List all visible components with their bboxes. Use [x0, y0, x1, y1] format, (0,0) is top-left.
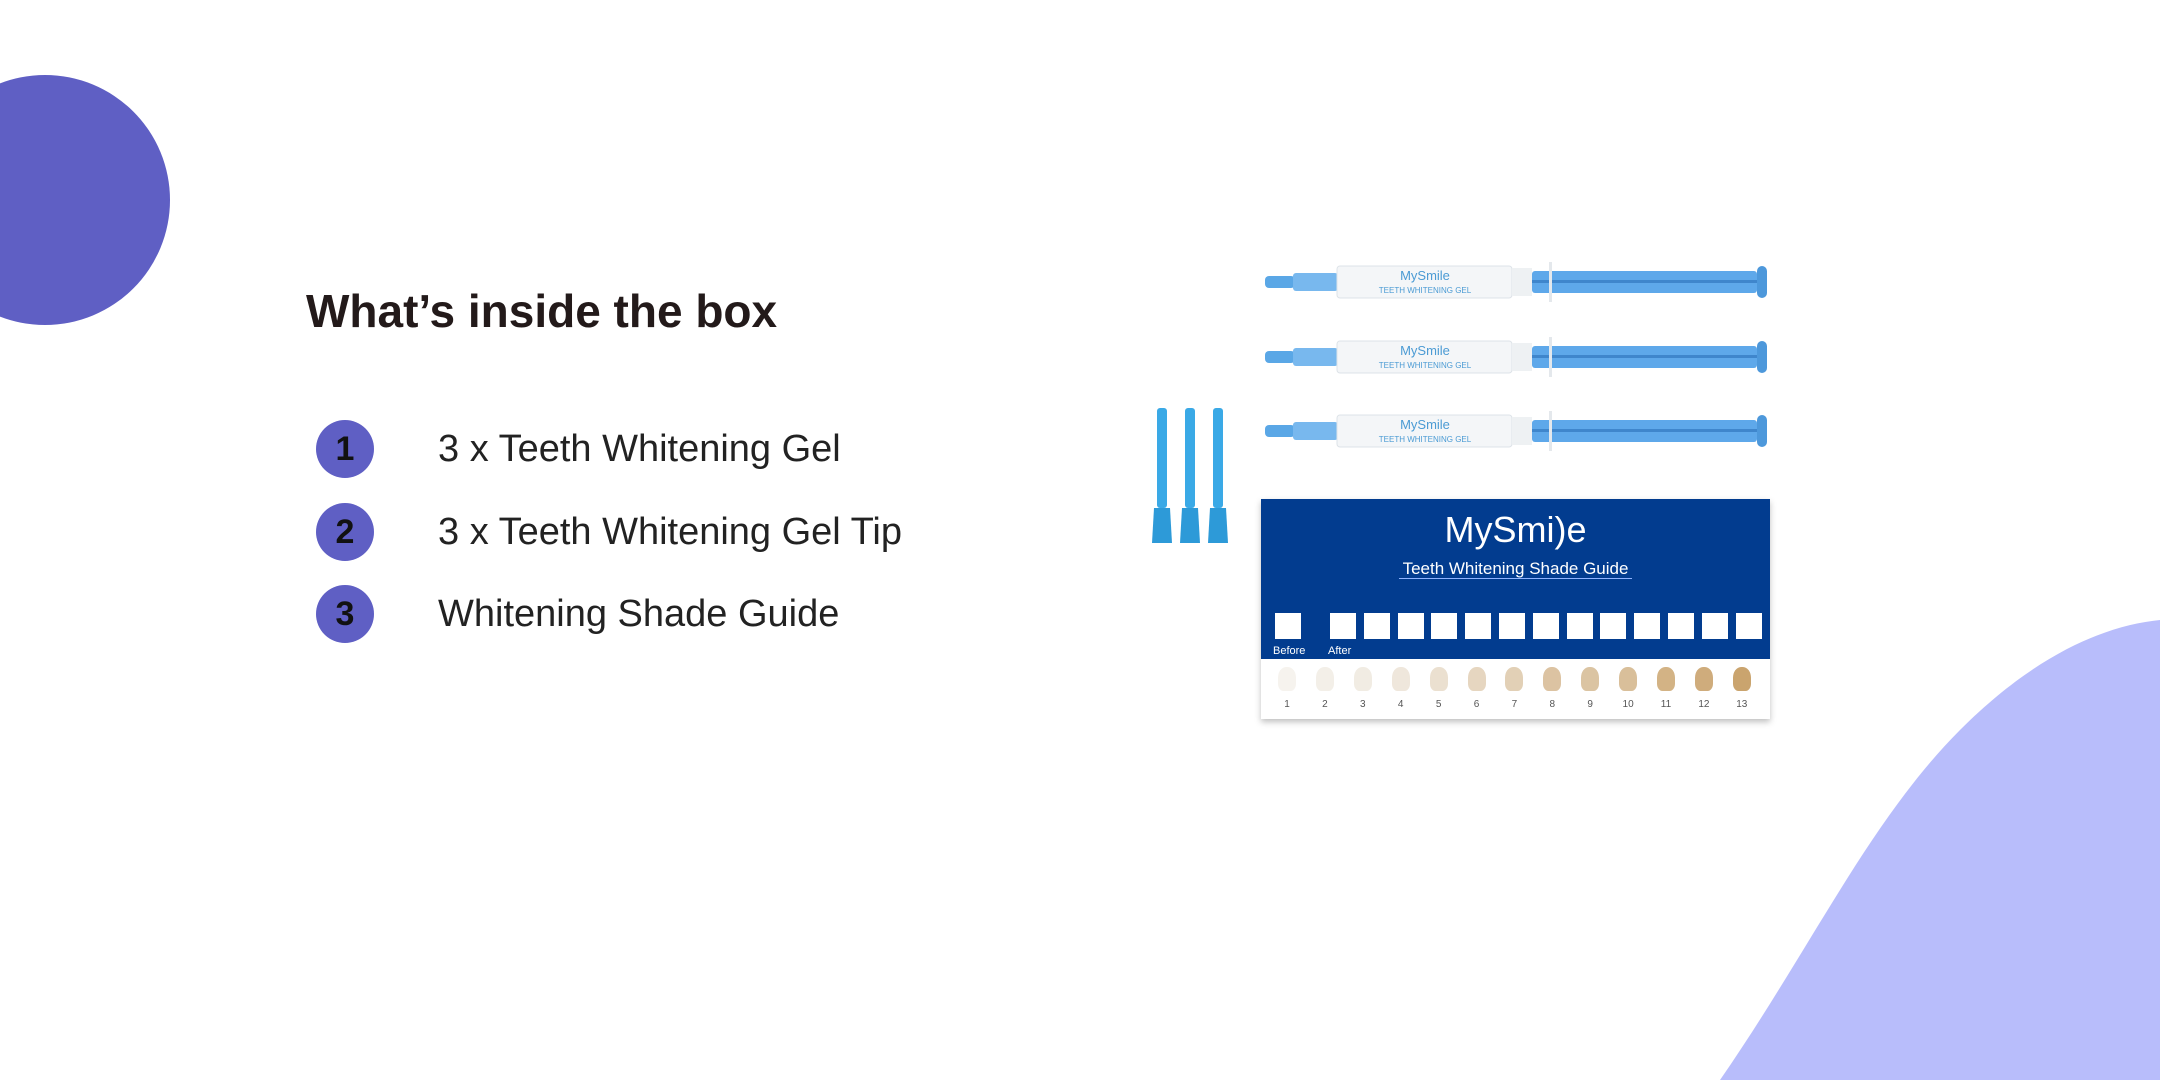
- shade-number: 3: [1360, 699, 1366, 710]
- syringe-label: TEETH WHITENING GEL: [1379, 435, 1472, 444]
- after-box: [1499, 613, 1525, 639]
- after-box: [1431, 613, 1458, 639]
- after-box: [1397, 613, 1424, 639]
- after-box: [1363, 613, 1390, 639]
- page-title: What’s inside the box: [306, 285, 778, 337]
- gel-tip: [1180, 408, 1200, 543]
- shade-tooth: [1391, 667, 1410, 691]
- shade-number: 8: [1549, 699, 1556, 710]
- shade-tooth: [1505, 667, 1524, 691]
- card-logo: MySmi)e: [1444, 509, 1587, 550]
- after-box: [1600, 613, 1627, 639]
- gel-syringe: MySmile TEETH WHITENING GEL: [1265, 381, 1775, 481]
- shade-number: 4: [1397, 699, 1404, 710]
- shade-tooth: [1732, 667, 1751, 691]
- shade-guide-card: MySmi)e Teeth Whitening Shade Guide Befo…: [1261, 499, 1770, 719]
- shade-tooth: [1353, 667, 1372, 691]
- after-box: [1701, 613, 1728, 639]
- item-label: 3 x Teeth Whitening Gel: [438, 427, 841, 470]
- after-box: [1330, 613, 1356, 639]
- decorative-blob: [1720, 620, 2160, 1080]
- shade-number: 10: [1622, 699, 1634, 710]
- list-item: 2 3 x Teeth Whitening Gel Tip: [316, 503, 902, 561]
- shade-tooth: [1467, 667, 1486, 691]
- before-box: [1275, 613, 1301, 639]
- shade-number: 13: [1736, 699, 1748, 710]
- gel-syringe: MySmile TEETH WHITENING GEL: [1265, 307, 1775, 407]
- shade-tooth: [1694, 667, 1713, 691]
- after-box: [1532, 613, 1559, 639]
- shade-number: 6: [1473, 699, 1480, 710]
- gel-tip: [1152, 408, 1172, 543]
- number-badge: 3: [316, 585, 374, 643]
- shade-tooth: [1429, 667, 1448, 691]
- after-box: [1566, 613, 1593, 639]
- item-label: 3 x Teeth Whitening Gel Tip: [438, 510, 902, 553]
- shade-tooth: [1657, 667, 1675, 691]
- syringe-brand: MySmile: [1400, 343, 1450, 358]
- shade-number: 12: [1698, 699, 1710, 710]
- syringe-label: TEETH WHITENING GEL: [1379, 361, 1472, 370]
- shade-tooth: [1315, 667, 1334, 691]
- decorative-circle: [0, 75, 170, 325]
- syringe-label: TEETH WHITENING GEL: [1379, 286, 1472, 295]
- shade-number: 9: [1587, 699, 1593, 710]
- card-title: Teeth Whitening Shade Guide: [1398, 559, 1633, 579]
- after-box: [1668, 613, 1694, 639]
- shade-tooth: [1581, 667, 1600, 691]
- number-badge: 2: [316, 503, 374, 561]
- number-badge: 1: [316, 420, 374, 478]
- gel-syringe: MySmile TEETH WHITENING GEL: [1265, 232, 1775, 332]
- after-box: [1735, 613, 1762, 639]
- gel-tip: [1208, 408, 1228, 543]
- list-item: 3 Whitening Shade Guide: [316, 585, 839, 643]
- syringe-brand: MySmile: [1400, 268, 1450, 283]
- shade-number: 11: [1660, 699, 1672, 710]
- item-label: Whitening Shade Guide: [438, 592, 840, 635]
- after-box: [1465, 613, 1492, 639]
- shade-number: 2: [1322, 699, 1328, 710]
- before-label: Before: [1273, 645, 1306, 657]
- after-box: [1634, 613, 1661, 639]
- shade-tooth: [1619, 667, 1638, 691]
- shade-number: 5: [1435, 699, 1442, 710]
- list-item: 1 3 x Teeth Whitening Gel: [316, 420, 841, 478]
- shade-number: 1: [1284, 699, 1290, 710]
- syringe-brand: MySmile: [1400, 417, 1450, 432]
- after-label: After: [1328, 645, 1352, 657]
- shade-tooth: [1543, 667, 1562, 691]
- shade-number: 7: [1511, 699, 1518, 710]
- shade-tooth: [1278, 667, 1296, 691]
